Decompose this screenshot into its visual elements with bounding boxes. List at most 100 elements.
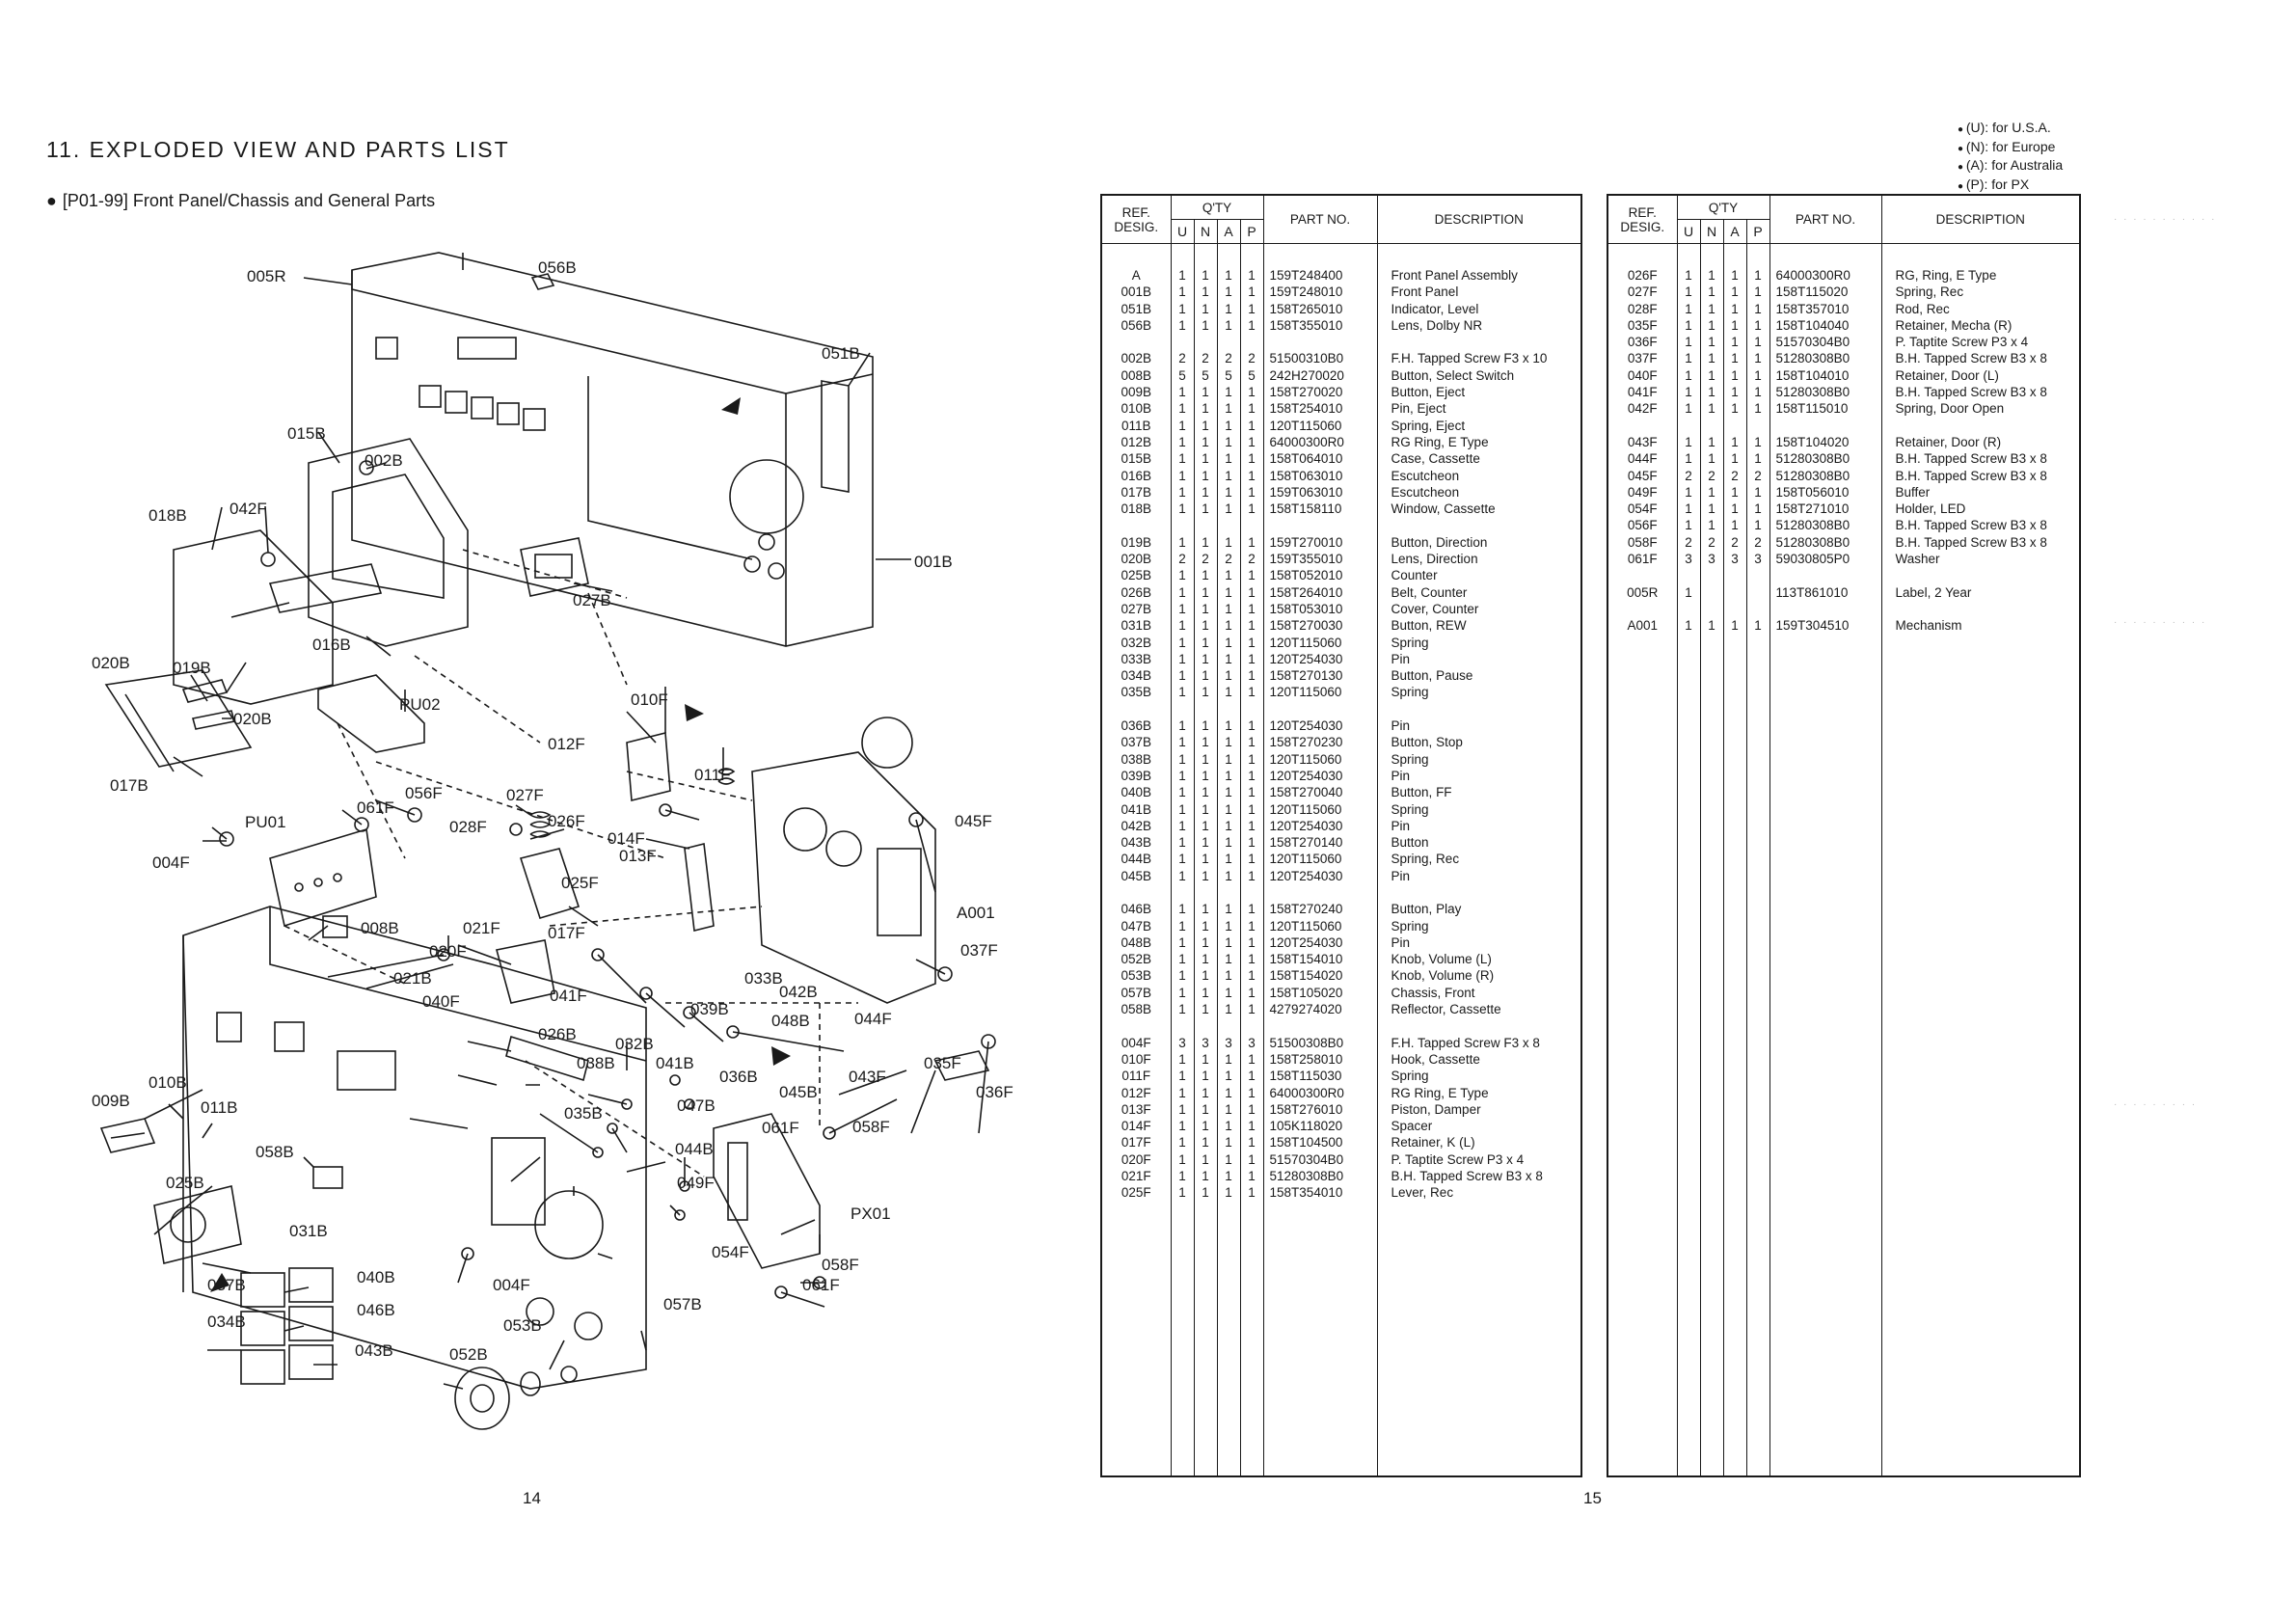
part-no-cell: 159T304510 <box>1769 617 1882 635</box>
qty-p-cell: 1 <box>1239 567 1264 584</box>
qty-n-cell <box>1699 583 1724 601</box>
qty-u-cell: 1 <box>1170 934 1195 952</box>
qty-p-cell: 1 <box>1745 350 1770 367</box>
description-cell: Spring <box>1376 1068 1582 1085</box>
ref-desig-cell: 046B <box>1100 901 1172 918</box>
qty-a-cell: 2 <box>1216 551 1241 568</box>
ref-desig-cell: 026B <box>1100 583 1172 601</box>
description-cell: B.H. Tapped Screw B3 x 8 <box>1880 533 2081 552</box>
table-gap-row <box>1607 567 2081 584</box>
qty-n-cell: 1 <box>1193 1134 1218 1151</box>
part-no-cell: 158T104020 <box>1769 433 1882 451</box>
qty-n-cell: 1 <box>1193 433 1218 451</box>
diagram-label: 036B <box>719 1068 758 1086</box>
diagram-label: 037B <box>207 1276 246 1294</box>
diagram-label: 037F <box>960 941 998 960</box>
description-cell: F.H. Tapped Screw F3 x 8 <box>1376 1034 1582 1051</box>
diagram-label: 017F <box>548 924 585 942</box>
part-no-cell: 158T104040 <box>1769 316 1882 335</box>
qty-n-cell: 1 <box>1193 567 1218 584</box>
qty-u-cell: 1 <box>1676 517 1701 534</box>
ref-desig-cell: 051B <box>1100 300 1172 317</box>
qty-a-cell: 1 <box>1216 1134 1241 1151</box>
qty-u-cell: 1 <box>1676 400 1701 418</box>
qty-a-cell: 2 <box>1722 533 1747 552</box>
qty-p-cell: 1 <box>1745 433 1770 451</box>
part-no-cell: 120T115060 <box>1262 851 1378 868</box>
description-cell: Button, Stop <box>1376 734 1582 751</box>
ref-desig-cell: 012F <box>1100 1084 1172 1101</box>
ref-desig-cell: 042B <box>1100 817 1172 835</box>
qty-u-cell: 1 <box>1170 684 1195 701</box>
qty-a-cell: 1 <box>1216 1168 1241 1185</box>
qty-u-cell: 1 <box>1170 667 1195 685</box>
qty-u-cell: 1 <box>1170 1168 1195 1185</box>
note-item: (N): for Europe <box>1958 139 2063 158</box>
diagram-label: 042F <box>230 500 267 518</box>
description-cell: Lever, Rec <box>1376 1184 1582 1202</box>
ref-desig-cell: 045F <box>1607 467 1678 484</box>
diagram-label: 011F <box>694 766 731 784</box>
part-no-cell: 159T248010 <box>1262 284 1378 301</box>
qty-u-cell: 1 <box>1170 284 1195 301</box>
header-qty-n: N <box>1699 219 1724 244</box>
diagram-label: 028F <box>449 818 487 836</box>
ref-desig-cell: 004F <box>1100 1034 1172 1051</box>
qty-p-cell: 1 <box>1745 501 1770 518</box>
qty-p-cell: 1 <box>1239 634 1264 651</box>
description-cell: B.H. Tapped Screw B3 x 8 <box>1880 450 2081 468</box>
ref-desig-cell: 017B <box>1100 483 1172 501</box>
header-description: DESCRIPTION <box>1880 194 2081 244</box>
qty-p-cell: 1 <box>1239 1001 1264 1018</box>
qty-a-cell: 1 <box>1722 284 1747 301</box>
qty-n-cell: 1 <box>1193 1068 1218 1085</box>
qty-u-cell: 1 <box>1170 583 1195 601</box>
diagram-label: 058B <box>256 1143 294 1161</box>
diagram-label: 033B <box>744 969 783 988</box>
ref-desig-cell: 013F <box>1100 1100 1172 1119</box>
ref-desig-cell: 025F <box>1100 1184 1172 1202</box>
diagram-label: 009B <box>92 1092 130 1110</box>
qty-u-cell: 1 <box>1170 1134 1195 1151</box>
qty-u-cell: 1 <box>1170 851 1195 868</box>
ref-desig-cell: 056F <box>1607 517 1678 534</box>
part-no-cell: 158T357010 <box>1769 300 1882 317</box>
description-cell: Pin <box>1376 817 1582 835</box>
qty-a-cell: 1 <box>1216 951 1241 968</box>
description-cell: Button, Eject <box>1376 384 1582 401</box>
ref-desig-cell: 056B <box>1100 316 1172 335</box>
ref-desig-cell: 008B <box>1100 366 1172 385</box>
qty-n-cell: 1 <box>1193 734 1218 751</box>
description-cell: Spring, Door Open <box>1880 400 2081 418</box>
qty-n-cell: 1 <box>1193 1001 1218 1018</box>
ref-desig-cell: 038B <box>1100 750 1172 768</box>
qty-p-cell: 1 <box>1745 517 1770 534</box>
qty-n-cell: 1 <box>1193 600 1218 618</box>
qty-a-cell: 5 <box>1216 366 1241 385</box>
qty-u-cell: 1 <box>1170 817 1195 835</box>
diagram-label: 056B <box>538 258 577 277</box>
qty-n-cell: 1 <box>1193 483 1218 501</box>
description-cell: Front Panel <box>1376 284 1582 301</box>
ref-desig-cell: 049F <box>1607 483 1678 501</box>
description-cell: Knob, Volume (L) <box>1376 951 1582 968</box>
qty-a-cell: 1 <box>1216 967 1241 985</box>
qty-u-cell: 3 <box>1170 1034 1195 1051</box>
diagram-label: 039B <box>690 1000 729 1018</box>
